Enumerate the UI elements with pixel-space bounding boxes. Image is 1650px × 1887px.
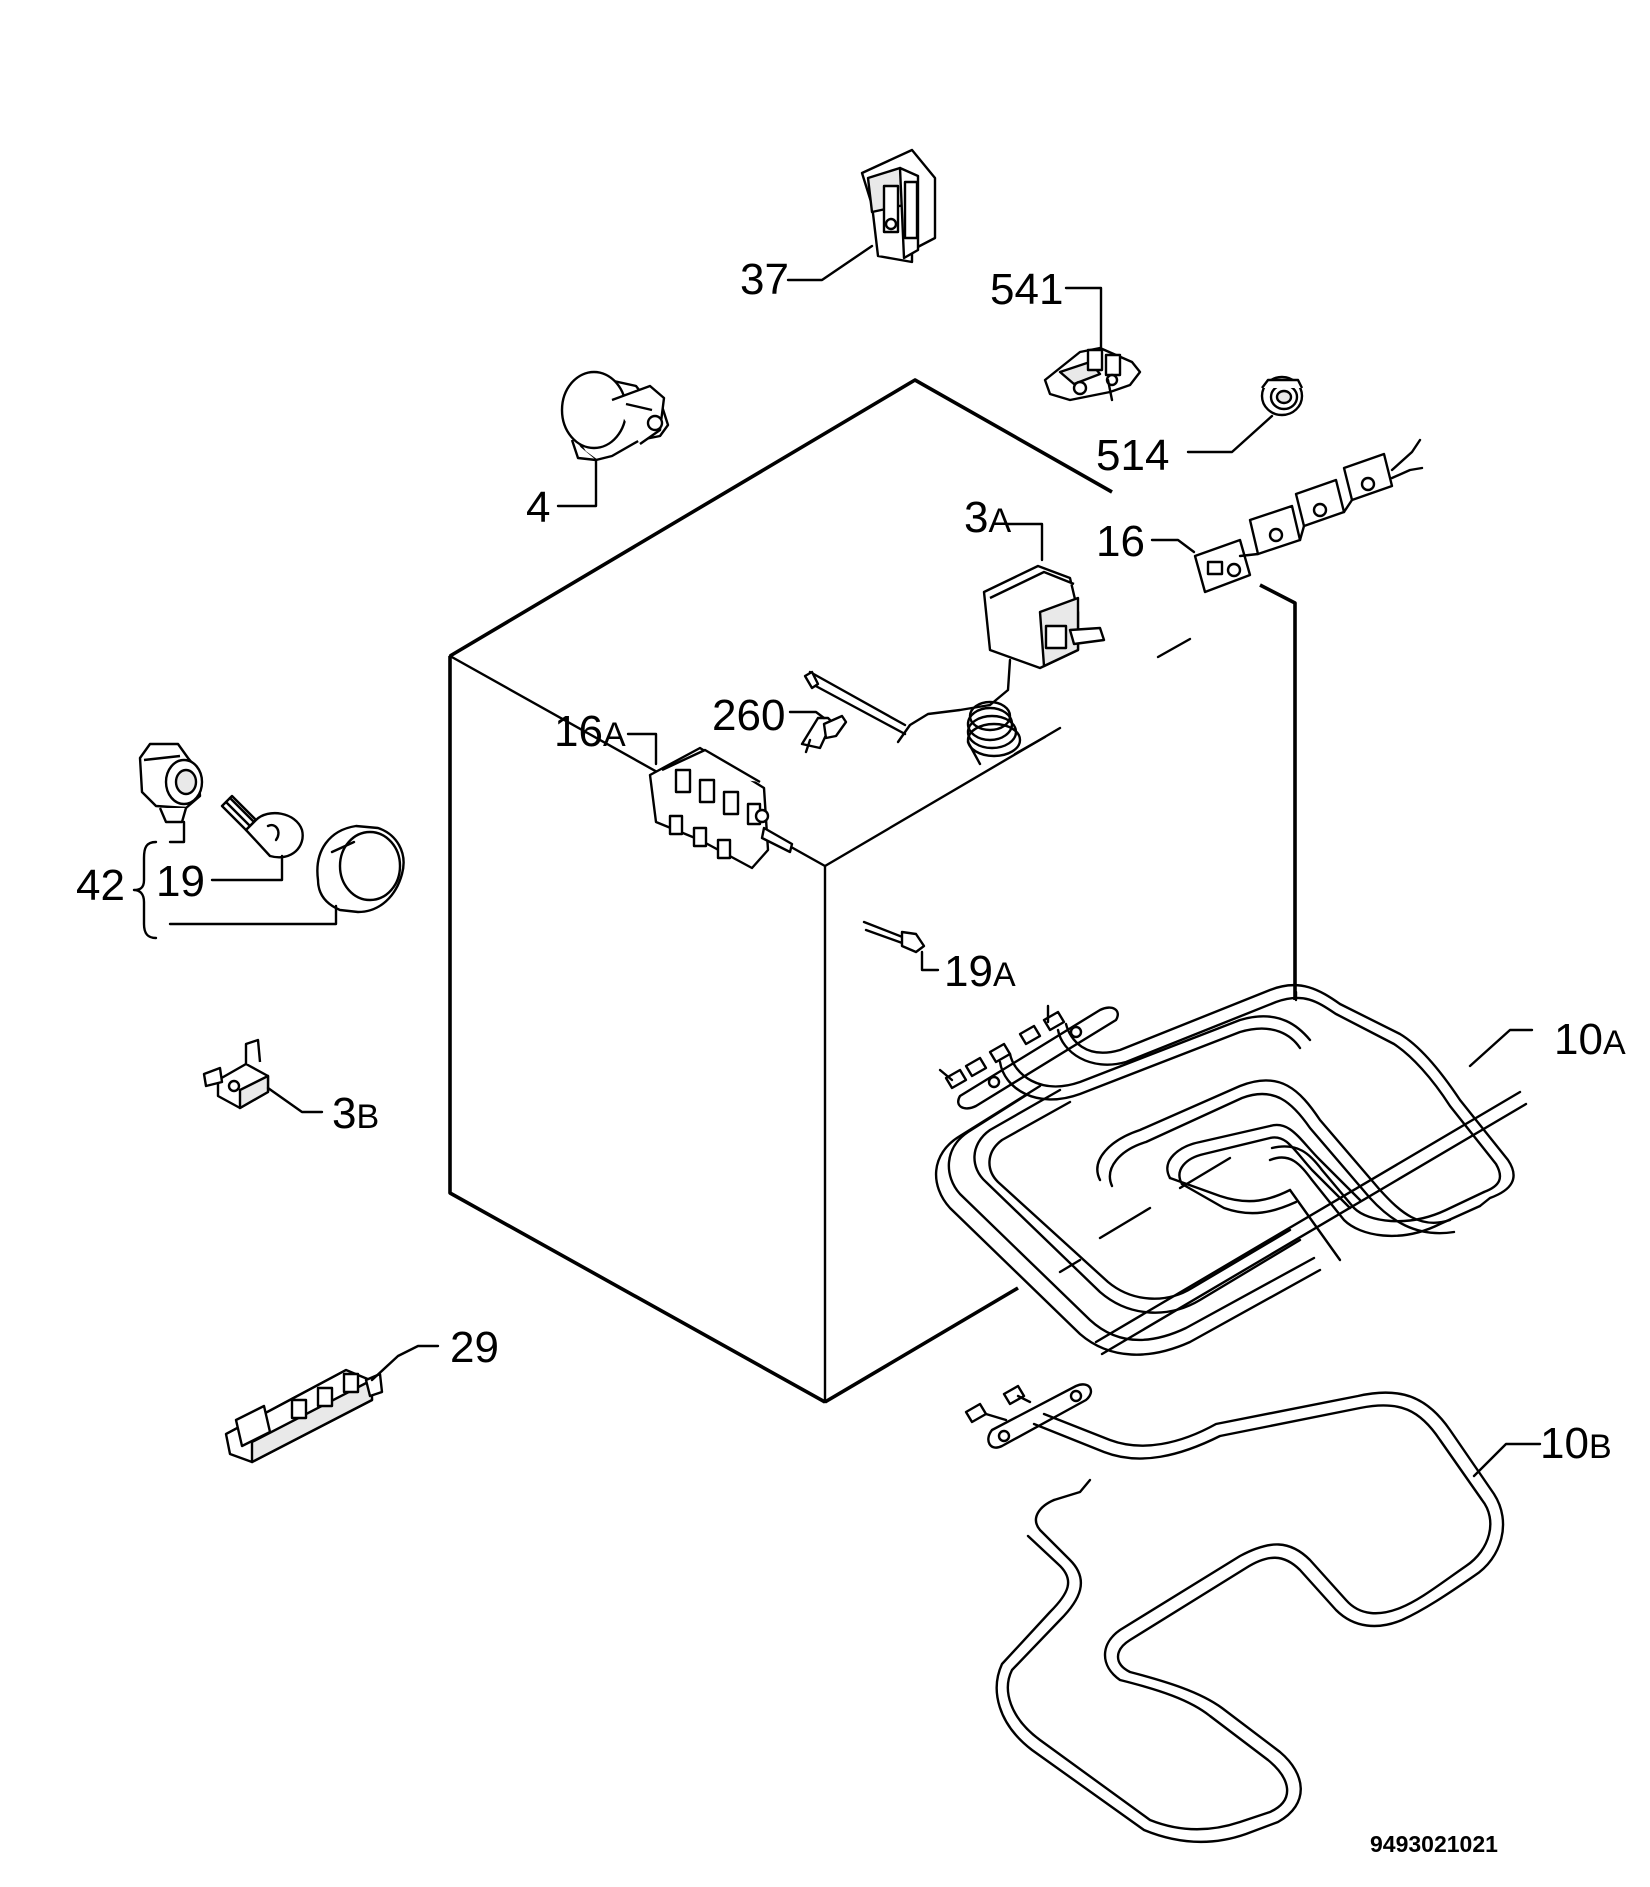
lamp-wire-icon	[862, 920, 926, 954]
leader-42-cover	[168, 904, 338, 926]
leader-4	[556, 458, 598, 508]
leader-3b	[266, 1086, 324, 1114]
leader-260	[788, 710, 826, 720]
lamp-cover-icon	[316, 824, 405, 914]
lamp-holder-icon	[138, 742, 204, 824]
label-10b: 10B	[1540, 1419, 1612, 1468]
ignition-module-icon	[224, 1368, 384, 1464]
part-labels: 37 541 514 4 3A 16 260 16A 42 19 19A 10A…	[76, 255, 1626, 1857]
leader-37	[786, 244, 874, 282]
leader-10b	[1472, 1442, 1542, 1478]
label-3a: 3A	[964, 493, 1011, 542]
label-10a: 10A	[1554, 1015, 1626, 1064]
leader-541	[1064, 286, 1103, 350]
leader-3a	[1004, 522, 1044, 562]
label-29: 29	[450, 1323, 499, 1372]
label-19a: 19A	[944, 947, 1016, 996]
grill-element-icon	[935, 983, 1528, 1356]
oven-cabinet	[448, 378, 1297, 1404]
label-37: 37	[740, 255, 789, 304]
leader-514	[1186, 414, 1274, 454]
label-16: 16	[1096, 517, 1145, 566]
thermostat-icon	[803, 564, 1106, 766]
document-number: 9493021021	[1370, 1831, 1498, 1857]
bottom-element-icon	[964, 1383, 1505, 1844]
label-16a: 16A	[554, 707, 626, 756]
leader-10a	[1468, 1028, 1534, 1068]
leader-19a	[920, 950, 940, 972]
connector-icon	[1043, 346, 1142, 402]
label-42: 42	[76, 861, 125, 910]
thermal-fuse-icon	[202, 1038, 270, 1110]
label-19: 19	[156, 857, 205, 906]
leader-29	[370, 1344, 440, 1382]
sensor-clip-icon	[800, 714, 848, 754]
label-260: 260	[712, 691, 785, 740]
grommet-icon	[1260, 375, 1304, 417]
leader-16	[1150, 538, 1196, 554]
lamp-group-bracket	[132, 820, 338, 940]
label-4: 4	[526, 483, 550, 532]
label-3b: 3B	[332, 1089, 379, 1138]
leader-19	[210, 854, 284, 882]
motor-icon	[560, 370, 670, 462]
leader-42-holder	[168, 820, 186, 844]
switch-row-icon	[1193, 438, 1424, 594]
terminal-block-icon	[860, 148, 937, 264]
leader-16a	[626, 732, 658, 766]
label-514: 514	[1096, 431, 1169, 480]
lamp-bulb-icon	[220, 794, 304, 859]
label-541: 541	[990, 265, 1063, 314]
selector-switch-icon	[648, 746, 794, 870]
